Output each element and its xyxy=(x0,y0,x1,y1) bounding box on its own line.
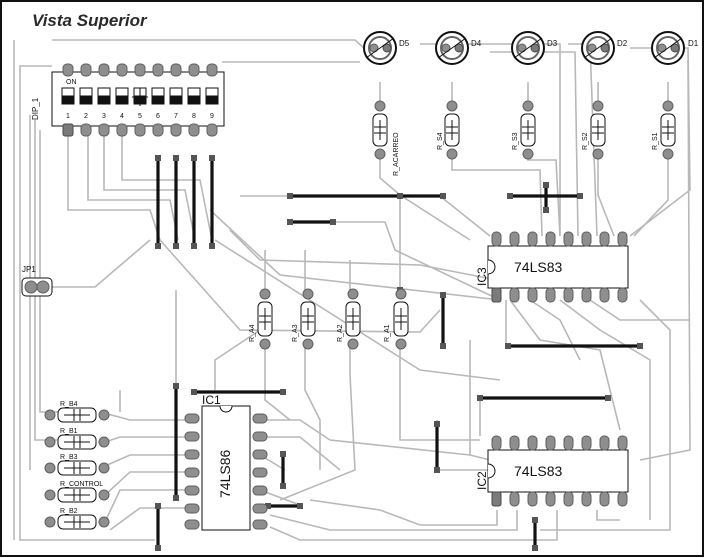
dip-switch[interactable]: ON DIP_1 1 2 3 4 5 6 7 8 9 xyxy=(31,63,225,137)
r-control-label: R_CONTROL xyxy=(60,481,103,488)
svg-text:9: 9 xyxy=(210,113,214,120)
ic3-ref-label: IC3 xyxy=(475,267,489,286)
ic2-chip[interactable]: IC2 74LS83 xyxy=(475,435,629,507)
resistor-r-control[interactable]: R_CONTROL xyxy=(44,481,110,503)
led-d4-label: D4 xyxy=(471,39,482,48)
dip-pin-numbers: 1 2 3 4 5 6 7 8 9 xyxy=(66,113,214,120)
resistor-r-s2[interactable]: R_S2 xyxy=(582,100,606,160)
resistor-r-s4[interactable]: R_S4 xyxy=(437,100,460,160)
ic1-ref-label: IC1 xyxy=(202,393,221,407)
resistor-r-a3[interactable]: R_A3 xyxy=(292,288,316,350)
resistor-r-b2[interactable]: R_B2 xyxy=(44,508,110,530)
ic1-part-label: 74LS86 xyxy=(217,450,233,498)
ic1-chip[interactable]: IC1 74LS86 xyxy=(184,393,268,531)
ic2-top-pins xyxy=(491,435,628,451)
left-resistors: R_B4 R_B1 R_B3 R_CONTROL xyxy=(44,401,110,530)
view-title: Vista Superior xyxy=(32,11,148,30)
mid-resistors: R_A4 R_A3 R_A2 R_A1 xyxy=(249,288,409,350)
dip-bottom-pads xyxy=(62,123,218,137)
dip-top-pads xyxy=(62,63,218,77)
ic3-top-pins xyxy=(491,231,628,247)
r-a4-label: R_A4 xyxy=(249,324,256,342)
ic3-bottom-pins xyxy=(491,287,628,303)
led-d3[interactable]: D3 xyxy=(511,31,558,65)
led-d3-label: D3 xyxy=(547,39,558,48)
led-d4[interactable]: D4 xyxy=(435,31,482,65)
r-b3-label: R_B3 xyxy=(60,454,78,461)
svg-text:1: 1 xyxy=(66,113,70,120)
r-s1-label: R_S1 xyxy=(652,132,659,150)
dip-ref-label: DIP_1 xyxy=(31,97,40,120)
led-d1[interactable]: D1 xyxy=(651,31,699,65)
dip-on-label: ON xyxy=(66,79,77,86)
ic1-left-pins xyxy=(184,413,200,530)
r-s3-label: R_S3 xyxy=(512,132,519,150)
resistor-r-a2[interactable]: R_A2 xyxy=(337,288,361,350)
svg-text:4: 4 xyxy=(120,113,124,120)
resistor-r-s1[interactable]: R_S1 xyxy=(652,100,676,160)
svg-text:7: 7 xyxy=(174,113,178,120)
led-d2[interactable]: D2 xyxy=(581,31,628,65)
led-array: D5 D4 D3 D2 D1 xyxy=(363,31,699,65)
led-d5[interactable]: D5 xyxy=(363,31,410,65)
resistor-r-a1[interactable]: R_A1 xyxy=(384,288,409,350)
svg-text:5: 5 xyxy=(138,113,142,120)
ic2-ref-label: IC2 xyxy=(475,471,489,490)
ic2-part-label: 74LS83 xyxy=(514,463,562,479)
jumper-wires xyxy=(156,158,640,548)
r-b2-label: R_B2 xyxy=(60,508,78,515)
resistor-r-b1[interactable]: R_B1 xyxy=(44,428,110,450)
ic2-bottom-pins xyxy=(491,491,628,507)
dip-toggles xyxy=(61,87,219,105)
jp1-label: JP1 xyxy=(22,265,36,274)
ic3-part-label: 74LS83 xyxy=(514,259,562,275)
top-resistors: R_ACARREO R_S4 R_S3 R_S2 xyxy=(372,100,676,176)
resistor-r-b3[interactable]: R_B3 xyxy=(44,454,110,476)
r-b4-label: R_B4 xyxy=(60,401,78,408)
resistor-r-b4[interactable]: R_B4 xyxy=(44,401,110,423)
svg-text:6: 6 xyxy=(156,113,160,120)
ic3-chip[interactable]: IC3 74LS83 xyxy=(475,231,629,303)
r-b1-label: R_B1 xyxy=(60,428,78,435)
resistor-r-a4[interactable]: R_A4 xyxy=(249,288,273,350)
resistor-r-acarreo[interactable]: R_ACARREO xyxy=(372,100,400,176)
r-a1-label: R_A1 xyxy=(384,324,391,342)
ic1-right-pins xyxy=(252,413,268,530)
r-a2-label: R_A2 xyxy=(337,324,344,342)
r-acarreo-label: R_ACARREO xyxy=(393,132,400,176)
led-d1-label: D1 xyxy=(688,39,699,48)
led-d2-label: D2 xyxy=(617,39,628,48)
r-s2-label: R_S2 xyxy=(582,132,589,150)
r-s4-label: R_S4 xyxy=(437,132,444,150)
svg-text:8: 8 xyxy=(192,113,196,120)
jumper-end-pads xyxy=(155,155,643,551)
jp1-connector[interactable]: JP1 xyxy=(21,265,53,297)
resistor-r-s3[interactable]: R_S3 xyxy=(512,100,536,160)
svg-text:3: 3 xyxy=(102,113,106,120)
r-a3-label: R_A3 xyxy=(292,324,299,342)
svg-text:2: 2 xyxy=(84,113,88,120)
led-d5-label: D5 xyxy=(399,39,410,48)
